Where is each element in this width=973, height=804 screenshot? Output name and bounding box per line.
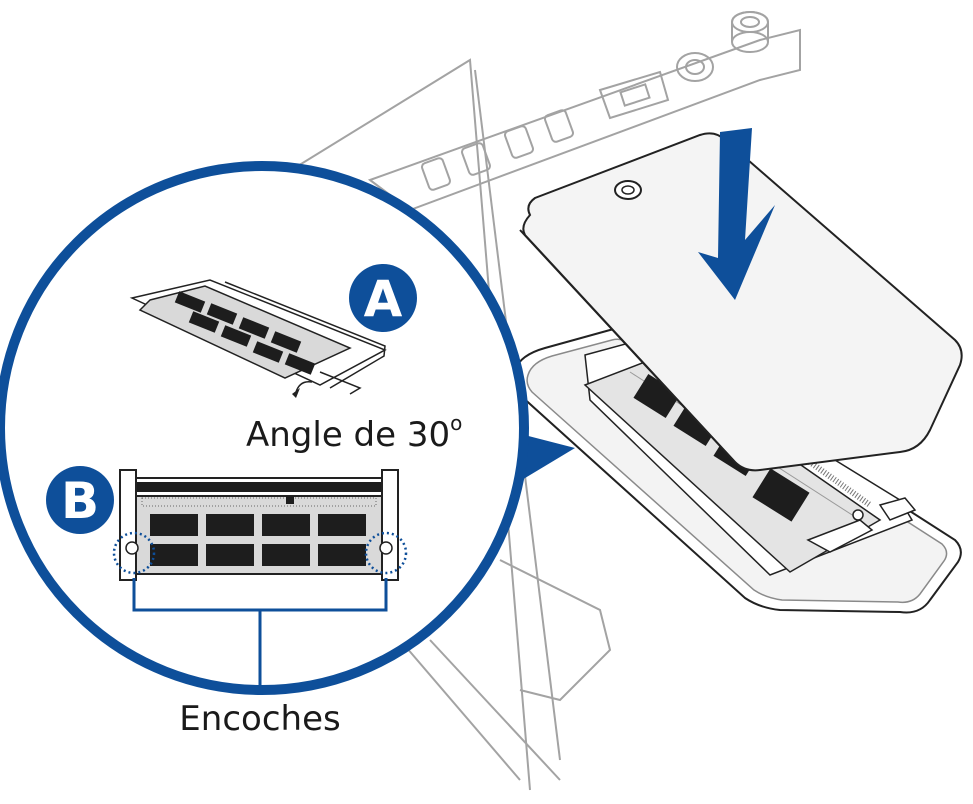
memory-chip [752, 468, 810, 522]
memory-chip [633, 374, 681, 418]
ethernet-port-icon [598, 70, 670, 120]
step-b-label: B [61, 472, 99, 530]
memory-chip [188, 311, 220, 333]
memory-chip [206, 514, 254, 536]
module-latch [806, 519, 874, 553]
notch-left [112, 531, 156, 575]
notch-right [364, 531, 408, 575]
memory-chip [284, 353, 316, 375]
memory-chip [262, 544, 310, 566]
memory-chip [206, 303, 238, 325]
angle-indicator-icon [295, 380, 313, 393]
step-a-illustration [129, 279, 387, 398]
memory-chip [220, 325, 252, 347]
angle-label: Angle de 30o [246, 411, 462, 455]
magnifier-callout: A Angle de 30o [0, 161, 529, 695]
memory-chip [318, 514, 366, 536]
bay-cover-panel [519, 132, 963, 472]
audio-jack-icon [676, 52, 714, 82]
power-connector-icon [731, 31, 769, 53]
memory-chip [174, 291, 206, 313]
memory-chip [206, 544, 254, 566]
memory-chip [262, 514, 310, 536]
step-a-label: A [364, 270, 403, 328]
notches-label: Encoches [179, 699, 340, 739]
step-a-badge [349, 264, 417, 332]
memory-chip [150, 544, 198, 566]
memory-chip [252, 341, 284, 363]
step-b-badge [46, 466, 114, 534]
step-b-illustration [112, 469, 408, 688]
installed-memory-module [583, 359, 917, 573]
notches-bracket [132, 578, 388, 688]
arrow-down-icon [698, 128, 775, 300]
usb-port-icons [421, 109, 574, 191]
memory-chip [270, 331, 302, 353]
memory-chip [150, 514, 198, 536]
memory-chip [238, 317, 270, 339]
memory-chip [318, 544, 366, 566]
